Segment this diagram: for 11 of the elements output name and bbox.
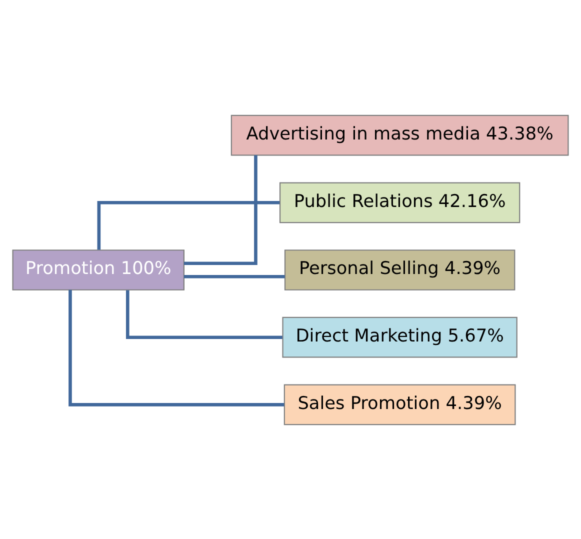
node-box: Advertising in mass media 43.38% [230, 114, 569, 156]
connector [184, 274, 285, 278]
connector [184, 154, 258, 265]
node-box: Personal Selling 4.39% [284, 249, 516, 290]
node-box: Public Relations 42.16% [279, 182, 520, 223]
node-box: Promotion 100% [12, 249, 184, 290]
node-box: Sales Promotion 4.39% [284, 384, 516, 425]
connector [97, 200, 280, 250]
node-box: Direct Marketing 5.67% [282, 316, 518, 358]
connector [126, 290, 282, 339]
connector [68, 289, 284, 406]
